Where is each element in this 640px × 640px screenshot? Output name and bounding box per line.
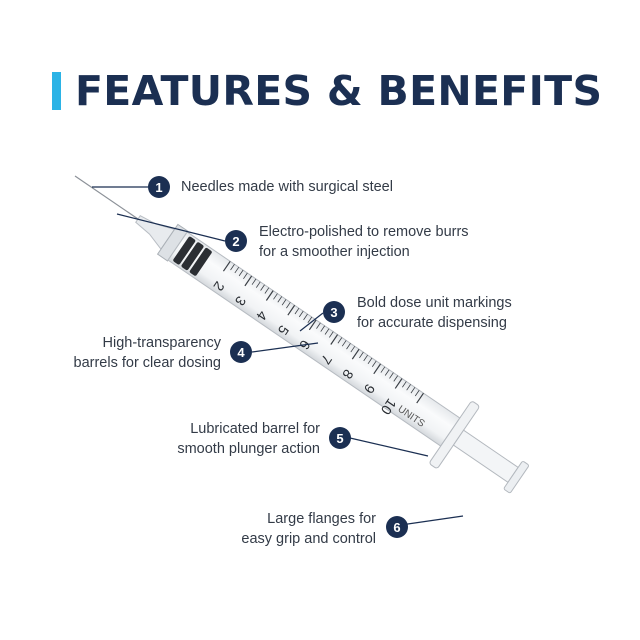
major-tick — [287, 304, 296, 316]
minor-tick — [406, 384, 411, 391]
major-tick — [222, 260, 231, 272]
minor-tick — [410, 387, 416, 394]
minor-tick — [341, 340, 347, 347]
callout-label-3: Bold dose unit markings for accurate dis… — [357, 295, 512, 331]
minor-tick — [346, 343, 351, 350]
minor-tick — [389, 372, 394, 379]
minor-tick — [393, 375, 399, 382]
major-tick — [416, 392, 424, 404]
callout-badge-2: 2 — [225, 230, 247, 252]
minor-tick — [367, 357, 373, 365]
major-tick — [265, 290, 274, 301]
major-tick — [244, 275, 253, 287]
minor-tick — [337, 337, 343, 344]
minor-tick — [350, 346, 356, 353]
minor-tick — [384, 369, 390, 376]
minor-tick — [260, 284, 265, 291]
plunger-rod — [452, 429, 519, 483]
minor-tick — [286, 302, 291, 309]
major-tick — [394, 378, 403, 389]
callout-label-6: Large flanges for easy grip and control — [241, 511, 376, 547]
minor-tick — [298, 310, 304, 318]
major-tick — [351, 348, 360, 360]
callout-label-2: Electro-polished to remove burrs for a s… — [259, 224, 469, 260]
rubber-stopper — [173, 236, 212, 276]
header: FEATURES & BENEFITS — [52, 66, 602, 116]
page-title: FEATURES & BENEFITS — [75, 66, 603, 115]
callout-leader-lines — [92, 186, 464, 528]
minor-tick — [363, 354, 368, 362]
minor-tick — [243, 272, 248, 280]
minor-tick — [402, 381, 407, 388]
minor-tick — [238, 269, 244, 277]
minor-tick — [380, 366, 386, 373]
minor-tick — [329, 331, 334, 338]
dose-tick-marks — [222, 260, 424, 404]
minor-tick — [281, 299, 287, 306]
major-tick — [308, 319, 317, 331]
minor-tick — [273, 293, 278, 300]
minor-tick — [264, 287, 270, 294]
callout-label-1: Needles made with surgical steel — [181, 179, 393, 195]
callout-badge-3: 3 — [323, 301, 345, 323]
minor-tick — [251, 278, 257, 285]
callout-badge-5: 5 — [329, 427, 351, 449]
minor-tick — [307, 316, 313, 323]
callout-badge-1: 1 — [148, 176, 170, 198]
minor-tick — [234, 266, 240, 274]
minor-tick — [359, 351, 364, 359]
minor-tick — [303, 313, 308, 321]
major-tick — [330, 334, 339, 345]
minor-tick — [230, 264, 235, 271]
needle — [74, 175, 139, 220]
minor-tick — [255, 281, 261, 288]
callout-badge-4: 4 — [230, 341, 252, 363]
major-tick — [373, 363, 382, 375]
callout-label-5: Lubricated barrel for smooth plunger act… — [177, 421, 320, 457]
minor-tick — [294, 307, 300, 315]
minor-tick — [320, 325, 326, 332]
plunger-thumb-press — [503, 461, 529, 494]
dose-marking-10: 10 — [378, 396, 400, 418]
minor-tick — [414, 390, 420, 397]
minor-tick — [277, 296, 283, 303]
minor-tick — [324, 328, 330, 335]
callout-badge-6: 6 — [386, 516, 408, 538]
title-accent-bar — [52, 72, 61, 110]
callout-label-4: High-transparency barrels for clear dosi… — [73, 335, 222, 371]
minor-tick — [371, 360, 377, 367]
minor-tick — [316, 322, 321, 329]
